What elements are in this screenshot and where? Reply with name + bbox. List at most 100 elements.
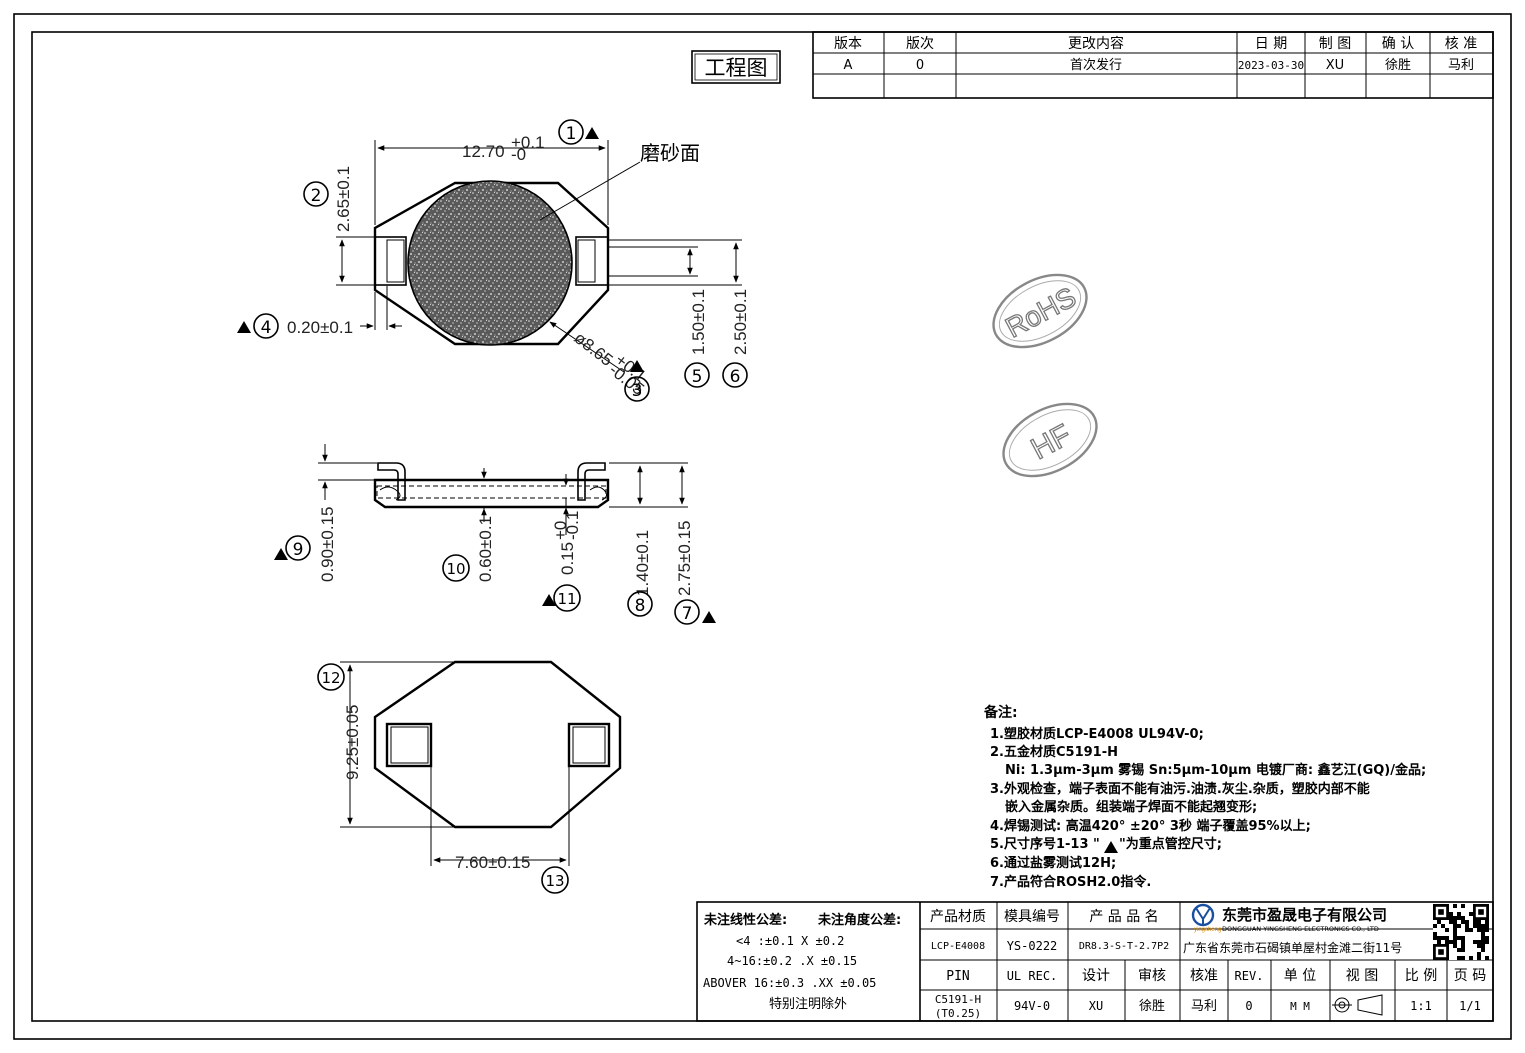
dim-11-tol-upper: +0 bbox=[551, 521, 570, 540]
note-line: 2.五金材质C5191-H bbox=[990, 744, 1118, 760]
revision-table: 版本 版次 更改内容 日 期 制 图 确 认 核 准 A 0 首次发行 2023… bbox=[812, 31, 1494, 99]
svg-text:3: 3 bbox=[632, 381, 643, 401]
side-terminal-left bbox=[377, 462, 406, 501]
svg-text:12: 12 bbox=[321, 669, 340, 687]
company-logo-word: yingsheng bbox=[1194, 927, 1221, 933]
callout-5: 5 bbox=[684, 362, 710, 388]
tb-header-approve: 核准 bbox=[1190, 968, 1218, 984]
dim-1-tol-upper: +0.1 bbox=[511, 133, 545, 152]
hf-mark: HF bbox=[1002, 402, 1098, 478]
company-name: 东莞市盈晟电子有限公司 bbox=[1222, 906, 1387, 924]
side-view: 0.90±0.15 0.60±0.1 0.15 +0 -0.1 1.40±0.1… bbox=[318, 444, 694, 596]
outer-border bbox=[13, 13, 1512, 1040]
rev-header-edition: 版次 bbox=[906, 36, 934, 52]
tb-header-review: 审核 bbox=[1138, 968, 1166, 984]
side-hidden-line bbox=[376, 485, 607, 499]
tb-header-pin: PIN bbox=[946, 969, 969, 984]
tb-header-product-name: 产 品 品 名 bbox=[1089, 909, 1158, 925]
rev-cell: 徐胜 bbox=[1385, 58, 1411, 73]
svg-text:7: 7 bbox=[682, 604, 693, 624]
svg-text:5: 5 bbox=[692, 367, 703, 387]
svg-text:1: 1 bbox=[566, 124, 577, 144]
dim-9-value: 0.90±0.15 bbox=[318, 506, 337, 582]
top-terminal-left-inner bbox=[386, 239, 405, 283]
hf-text: HF bbox=[1026, 418, 1077, 466]
dim-3-value: ø8.65 bbox=[571, 328, 617, 370]
side-view-body bbox=[373, 478, 610, 509]
projection-symbol-icon bbox=[1332, 994, 1383, 1016]
key-dim-triangle bbox=[1104, 841, 1118, 853]
tol-row: 4~16:±0.2 .X ±0.15 bbox=[727, 954, 857, 968]
svg-text:13: 13 bbox=[545, 872, 564, 890]
dim-6-value: 2.50±0.1 bbox=[731, 289, 750, 355]
tb-ul: 94V-0 bbox=[1014, 999, 1050, 1013]
dim-12-value: 9.25±0.05 bbox=[343, 704, 362, 780]
tb-header-view: 视 图 bbox=[1346, 968, 1378, 984]
bottom-pad-left-inner bbox=[390, 726, 429, 764]
stamp-box: 工程图 bbox=[691, 50, 781, 84]
svg-text:2: 2 bbox=[311, 186, 322, 206]
dim-2-value: 2.65±0.1 bbox=[334, 166, 353, 232]
rohs-mark: RoHS bbox=[992, 273, 1088, 349]
svg-text:11: 11 bbox=[557, 590, 576, 608]
rev-cell: 马利 bbox=[1448, 58, 1474, 73]
notes-title: 备注: bbox=[983, 704, 1018, 721]
tb-mold: YS-0222 bbox=[1007, 939, 1058, 953]
key-dim-triangle bbox=[237, 321, 251, 333]
note-line: "为重点管控尺寸; bbox=[1119, 836, 1222, 852]
rohs-text: RoHS bbox=[1000, 281, 1081, 343]
side-hidden-curve-left bbox=[379, 486, 401, 501]
callout-11: 11 bbox=[542, 584, 581, 612]
svg-text:8: 8 bbox=[635, 596, 646, 616]
rev-cell: A bbox=[844, 58, 853, 73]
note-line: 1.塑胶材质LCP-E4008 UL94V-0; bbox=[990, 726, 1204, 742]
company-logo-icon bbox=[1191, 903, 1215, 927]
rev-header-drawn: 制 图 bbox=[1319, 36, 1351, 52]
tol-header-linear: 未注线性公差: bbox=[703, 912, 787, 928]
key-dim-triangle bbox=[585, 127, 599, 139]
svg-text:4: 4 bbox=[261, 318, 272, 338]
note-line: 3.外观检查，端子表面不能有油污.油渍.灰尘.杂质，塑胶内部不能 bbox=[990, 781, 1370, 797]
matte-surface bbox=[407, 180, 573, 346]
rev-cell: 2023-03-30 bbox=[1238, 59, 1304, 72]
dim-1-value: 12.70 bbox=[462, 142, 505, 161]
dim-10-value: 0.60±0.1 bbox=[476, 516, 495, 582]
callout-12: 12 bbox=[317, 663, 345, 691]
svg-text:6: 6 bbox=[730, 367, 741, 387]
callout-13: 13 bbox=[541, 866, 569, 894]
tol-row: <4 :±0.1 X ±0.2 bbox=[736, 934, 844, 948]
tb-header-scale: 比 例 bbox=[1405, 968, 1437, 984]
dim-11-tol-lower: -0.1 bbox=[563, 511, 582, 540]
tb-approve: 马利 bbox=[1191, 999, 1217, 1014]
tol-header-angular: 未注角度公差: bbox=[817, 912, 901, 928]
note-line: 7.产品符合ROSH2.0指令. bbox=[990, 874, 1151, 890]
dim-7-value: 2.75±0.15 bbox=[675, 520, 694, 596]
tb-design: XU bbox=[1089, 999, 1103, 1013]
callout-4: 4 bbox=[237, 313, 279, 339]
title-block: 未注线性公差: 未注角度公差: <4 :±0.1 X ±0.2 4~16:±0.… bbox=[696, 901, 1494, 1022]
callout-10: 10 bbox=[442, 554, 470, 582]
tb-review: 徐胜 bbox=[1139, 999, 1165, 1014]
bottom-view: 9.25±0.05 7.60±0.15 bbox=[340, 660, 622, 872]
dim-8-value: 1.40±0.1 bbox=[633, 530, 652, 596]
tb-pin-thickness: (T0.25) bbox=[935, 1007, 981, 1020]
svg-text:10: 10 bbox=[446, 560, 465, 578]
tb-unit: M M bbox=[1290, 1000, 1310, 1013]
note-line: 6.通过盐雾测试12H; bbox=[990, 855, 1116, 871]
rev-cell: XU bbox=[1326, 58, 1344, 73]
bottom-pad-left bbox=[385, 722, 433, 768]
notes: 备注: 1.塑胶材质LCP-E4008 UL94V-0; 2.五金材质C5191… bbox=[983, 704, 1426, 890]
key-dim-triangle bbox=[630, 360, 644, 372]
key-dim-triangle bbox=[274, 548, 288, 560]
rev-header-change: 更改内容 bbox=[1068, 35, 1124, 52]
dim-4-value: 0.20±0.1 bbox=[287, 318, 353, 337]
note-line: 5.尺寸序号1-13 " bbox=[990, 836, 1100, 852]
tb-header-page: 页 码 bbox=[1454, 968, 1486, 984]
tb-header-unit: 单 位 bbox=[1284, 968, 1316, 984]
qr-code-icon bbox=[1433, 904, 1489, 960]
bottom-pad-right-inner bbox=[572, 726, 606, 764]
dim-1-tol-lower: -0 bbox=[511, 145, 526, 164]
side-hidden-curve-right bbox=[589, 486, 608, 501]
callout-7: 7 bbox=[674, 599, 716, 625]
